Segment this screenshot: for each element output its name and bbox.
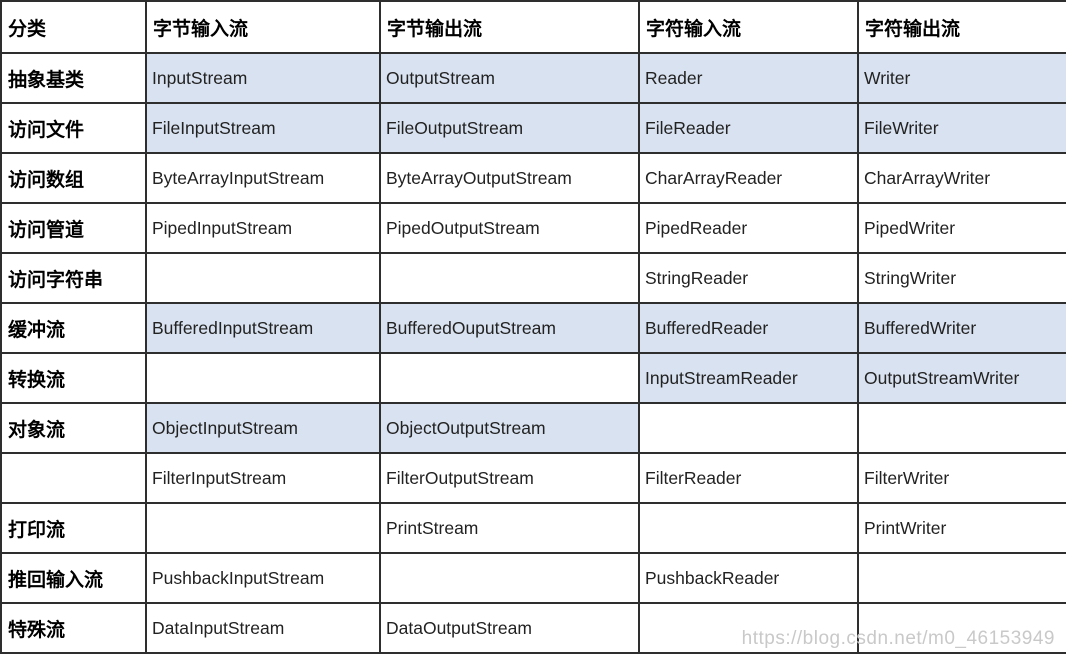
- category-cell: 访问管道: [0, 202, 147, 254]
- category-cell: 特殊流: [0, 602, 147, 654]
- class-name-cell: PushbackInputStream: [145, 552, 381, 604]
- class-name-cell: CharArrayWriter: [857, 152, 1066, 204]
- class-name-cell: PrintWriter: [857, 502, 1066, 554]
- column-header-4: 字符输出流: [857, 0, 1066, 54]
- class-name-cell: PipedInputStream: [145, 202, 381, 254]
- column-header-3: 字符输入流: [638, 0, 859, 54]
- column-header-0: 分类: [0, 0, 147, 54]
- class-name-cell: ObjectOutputStream: [379, 402, 640, 454]
- class-name-cell: BufferedOuputStream: [379, 302, 640, 354]
- category-cell: 打印流: [0, 502, 147, 554]
- class-name-cell: [145, 502, 381, 554]
- class-name-cell: BufferedWriter: [857, 302, 1066, 354]
- category-cell: 缓冲流: [0, 302, 147, 354]
- class-name-cell: FilterOutputStream: [379, 452, 640, 504]
- class-name-cell: OutputStream: [379, 52, 640, 104]
- category-cell: [0, 452, 147, 504]
- class-name-cell: DataInputStream: [145, 602, 381, 654]
- class-name-cell: PipedReader: [638, 202, 859, 254]
- class-name-cell: ByteArrayInputStream: [145, 152, 381, 204]
- class-name-cell: FilterWriter: [857, 452, 1066, 504]
- class-name-cell: PipedWriter: [857, 202, 1066, 254]
- class-name-cell: StringReader: [638, 252, 859, 304]
- column-header-1: 字节输入流: [145, 0, 381, 54]
- table-row: 打印流 PrintStream PrintWriter: [0, 502, 1066, 554]
- class-name-cell: [638, 402, 859, 454]
- class-name-cell: [638, 502, 859, 554]
- class-name-cell: Reader: [638, 52, 859, 104]
- class-name-cell: [379, 252, 640, 304]
- class-name-cell: StringWriter: [857, 252, 1066, 304]
- class-name-cell: ObjectInputStream: [145, 402, 381, 454]
- class-name-cell: InputStreamReader: [638, 352, 859, 404]
- category-cell: 转换流: [0, 352, 147, 404]
- class-name-cell: PipedOutputStream: [379, 202, 640, 254]
- class-name-cell: PushbackReader: [638, 552, 859, 604]
- class-name-cell: ByteArrayOutputStream: [379, 152, 640, 204]
- category-cell: 访问字符串: [0, 252, 147, 304]
- class-name-cell: [379, 552, 640, 604]
- class-name-cell: [379, 352, 640, 404]
- class-name-cell: [638, 602, 859, 654]
- class-name-cell: FilterInputStream: [145, 452, 381, 504]
- class-name-cell: DataOutputStream: [379, 602, 640, 654]
- class-name-cell: BufferedInputStream: [145, 302, 381, 354]
- header-row: 分类字节输入流字节输出流字符输入流字符输出流: [0, 0, 1066, 54]
- class-name-cell: BufferedReader: [638, 302, 859, 354]
- category-cell: 推回输入流: [0, 552, 147, 604]
- class-name-cell: [857, 402, 1066, 454]
- class-name-cell: [857, 602, 1066, 654]
- category-cell: 抽象基类: [0, 52, 147, 104]
- class-name-cell: CharArrayReader: [638, 152, 859, 204]
- class-name-cell: FileOutputStream: [379, 102, 640, 154]
- category-cell: 访问数组: [0, 152, 147, 204]
- class-name-cell: PrintStream: [379, 502, 640, 554]
- class-name-cell: FileReader: [638, 102, 859, 154]
- class-name-cell: FileInputStream: [145, 102, 381, 154]
- class-name-cell: [145, 252, 381, 304]
- class-name-cell: FilterReader: [638, 452, 859, 504]
- category-cell: 访问文件: [0, 102, 147, 154]
- class-name-cell: InputStream: [145, 52, 381, 104]
- class-name-cell: OutputStreamWriter: [857, 352, 1066, 404]
- class-name-cell: [145, 352, 381, 404]
- column-header-2: 字节输出流: [379, 0, 640, 54]
- class-name-cell: Writer: [857, 52, 1066, 104]
- category-cell: 对象流: [0, 402, 147, 454]
- class-name-cell: [857, 552, 1066, 604]
- class-name-cell: FileWriter: [857, 102, 1066, 154]
